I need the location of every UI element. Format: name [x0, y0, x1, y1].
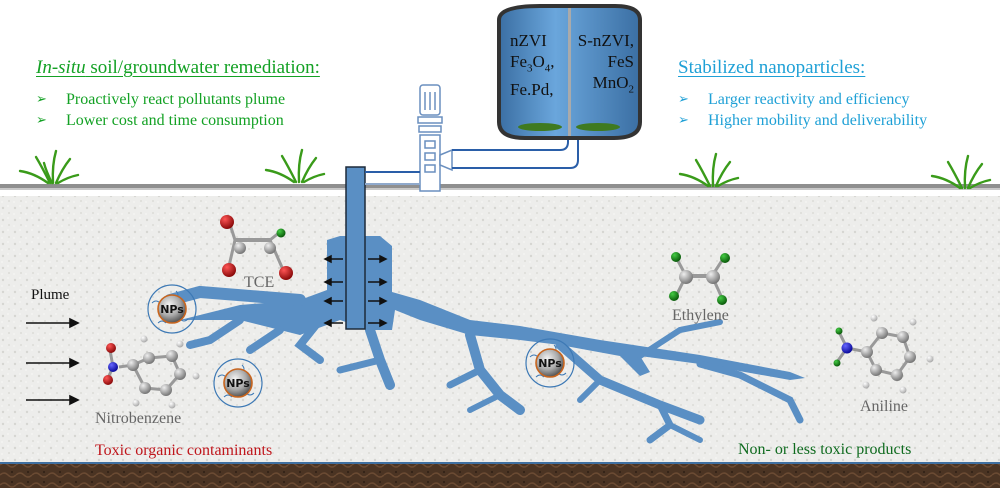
injection-well: [345, 166, 366, 330]
tce-label: TCE: [244, 274, 275, 291]
arrow-left-icon: [323, 277, 343, 287]
nanoparticles-heading: Stabilized nanoparticles:: [678, 57, 866, 78]
material-label: FeS: [607, 52, 634, 71]
grass-icon: [18, 149, 80, 185]
tank-divider: [568, 8, 571, 136]
arrow-right-icon: [368, 277, 388, 287]
arrow-left-icon: [323, 296, 343, 306]
list-item: ➢ Lower cost and time consumption: [36, 110, 285, 131]
toxic-contaminants-label: Toxic organic contaminants: [95, 442, 273, 459]
bedrock-layer: [0, 464, 1000, 488]
bullet-arrow-icon: ➢: [678, 92, 689, 107]
well-release-arrows: [323, 254, 388, 328]
nitrobenzene-molecule-icon: [103, 335, 200, 409]
plume-flow-arrows: [26, 317, 80, 406]
arrow-right-icon: [26, 357, 80, 369]
tank-right-materials: S-nZVI, FeS MnO2: [574, 30, 634, 100]
heading-rest: soil/groundwater remediation:: [85, 57, 320, 78]
ground-surface-shadow: [0, 188, 1000, 190]
arrow-right-icon: [368, 318, 388, 328]
ethylene-molecule-icon: [669, 252, 730, 305]
grass-icon: [264, 148, 326, 184]
arrow-left-icon: [323, 318, 343, 328]
grass-icon: [678, 152, 740, 188]
remediation-heading: In-situ soil/groundwater remediation:: [36, 57, 320, 79]
stirrer-blade-right: [576, 123, 620, 131]
material-label: Fe.Pd,: [510, 80, 554, 100]
material-label: MnO2: [592, 73, 634, 96]
injected-plume: [164, 236, 805, 444]
material-label: Fe3O4,: [510, 52, 555, 75]
feed-pipe: [365, 124, 579, 185]
reagent-tank: [497, 4, 642, 140]
nanoparticle-icon: NPs: [147, 284, 197, 334]
heading-italic: In-situ: [36, 57, 86, 78]
plume-label: Plume: [31, 287, 70, 303]
bedrock-border: [0, 462, 1000, 464]
arrow-right-icon: [368, 254, 388, 264]
list-item-text: Proactively react pollutants plume: [66, 90, 286, 108]
ethylene-label: Ethylene: [672, 307, 729, 324]
list-item: ➢ Proactively react pollutants plume: [36, 89, 285, 110]
nitrobenzene-label: Nitrobenzene: [95, 410, 182, 427]
arrow-right-icon: [26, 317, 80, 329]
material-label: nZVI: [510, 31, 547, 50]
stirrer-blade-left: [518, 123, 562, 131]
nanoparticle-icon: NPs: [525, 338, 575, 388]
nanoparticle-benefits-list: ➢ Larger reactivity and efficiency ➢ Highe…: [678, 89, 927, 131]
arrow-right-icon: [26, 394, 80, 406]
tce-molecule-icon: [220, 214, 293, 280]
aniline-molecule-icon: [833, 314, 934, 394]
nanoparticle-label: NPs: [538, 357, 562, 370]
nanoparticle-label: NPs: [160, 303, 184, 316]
remediation-benefits-list: ➢ Proactively react pollutants plume ➢ Low…: [36, 89, 285, 131]
list-item-text: Higher mobility and deliverability: [708, 111, 928, 129]
list-item: ➢ Higher mobility and deliverability: [678, 110, 927, 131]
arrow-left-icon: [323, 254, 343, 264]
list-item-text: Lower cost and time consumption: [66, 111, 284, 129]
material-label: S-nZVI,: [577, 31, 634, 50]
bullet-arrow-icon: ➢: [36, 113, 47, 128]
nanoparticle-icon: NPs: [213, 358, 263, 408]
list-item-text: Larger reactivity and efficiency: [708, 90, 910, 108]
nanoparticle-label: NPs: [226, 377, 250, 390]
list-item: ➢ Larger reactivity and efficiency: [678, 89, 927, 110]
arrow-right-icon: [368, 296, 388, 306]
bullet-arrow-icon: ➢: [678, 113, 689, 128]
aniline-label: Aniline: [860, 398, 908, 415]
tank-left-materials: nZVI Fe3O4, Fe.Pd,: [510, 30, 555, 100]
nontoxic-products-label: Non- or less toxic products: [738, 441, 912, 458]
ground-surface-line: [0, 184, 1000, 188]
pump-icon: [417, 84, 453, 192]
bullet-arrow-icon: ➢: [36, 92, 47, 107]
grass-icon: [930, 154, 992, 190]
